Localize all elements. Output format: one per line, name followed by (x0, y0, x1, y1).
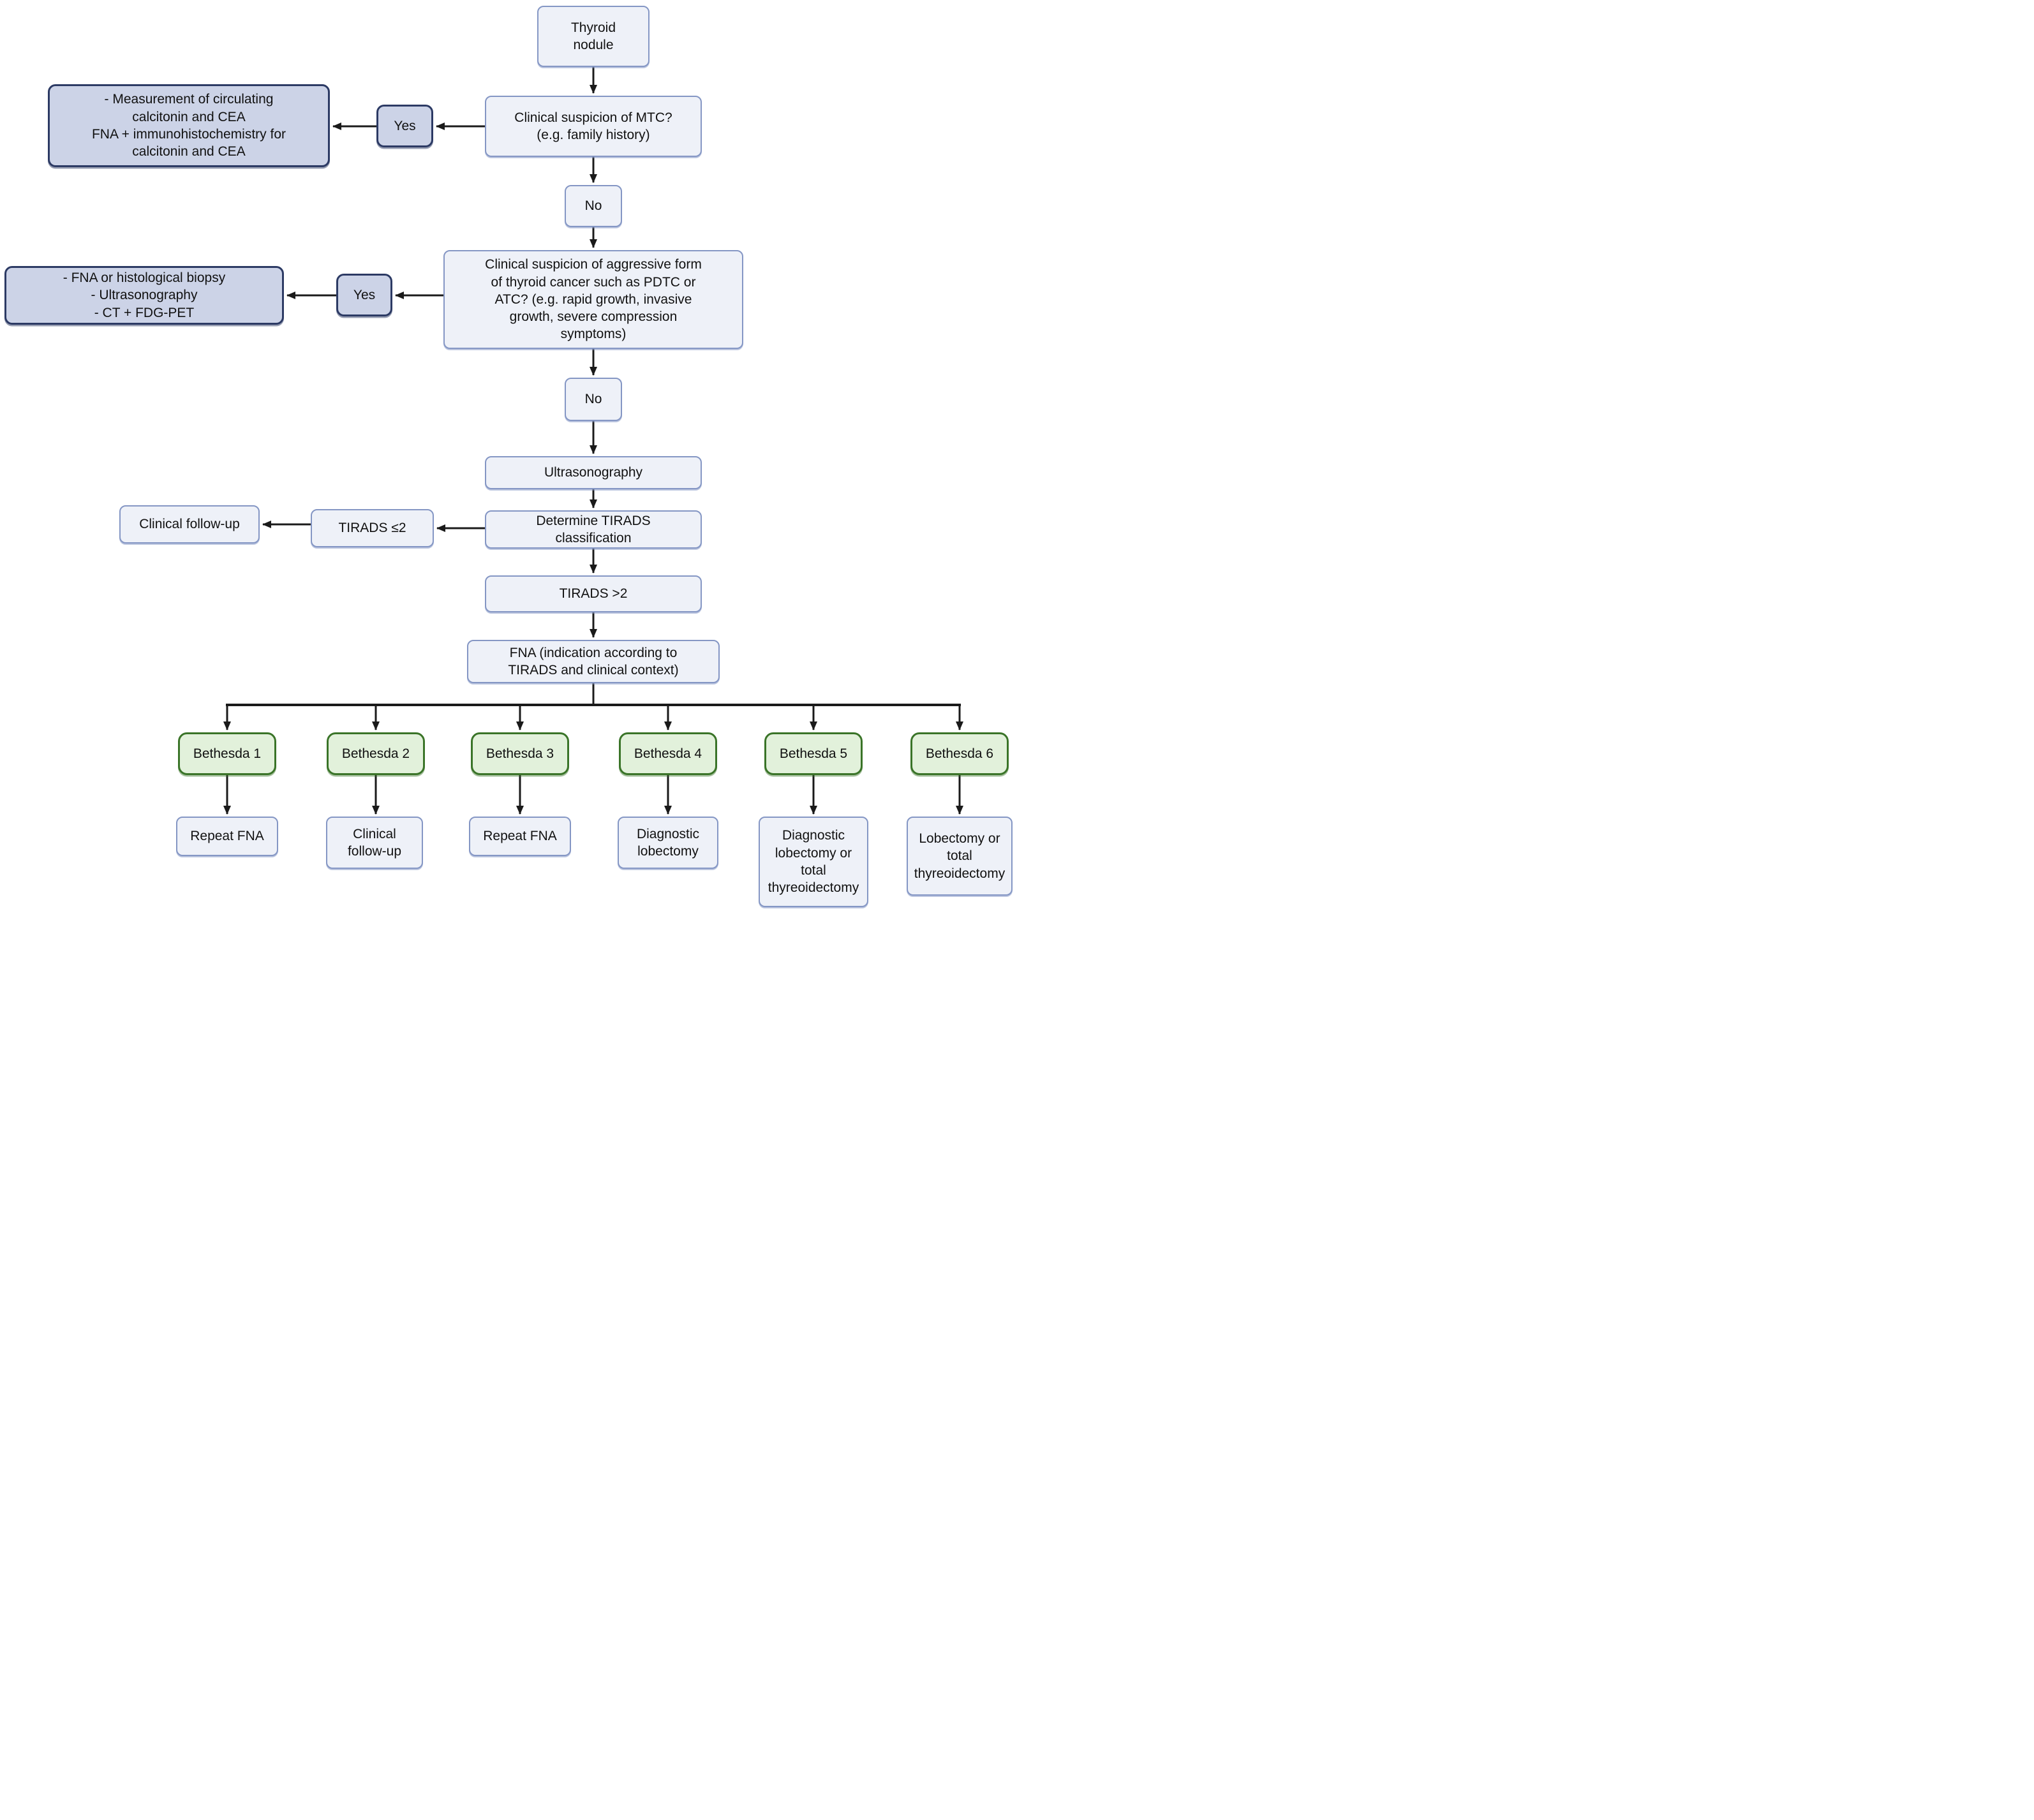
node-tirads-le2: TIRADS ≤2 (311, 509, 434, 547)
node-determine-tirads: Determine TIRADS classification (485, 510, 702, 549)
node-bethesda-6-label: Bethesda 6 (925, 746, 994, 761)
node-outcome-bethesda-4-label: Diagnostic lobectomy (636, 826, 700, 859)
node-outcome-bethesda-6: Lobectomy or total thyreoidectomy (907, 817, 1013, 896)
node-outcome-bethesda-1: Repeat FNA (176, 817, 278, 856)
node-outcome-bethesda-3-label: Repeat FNA (483, 829, 557, 844)
node-tirads-gt2-label: TIRADS >2 (559, 586, 628, 602)
node-aggressive-yes-label: Yes (353, 287, 376, 302)
node-bethesda-1: Bethesda 1 (178, 732, 276, 775)
node-bethesda-5-label: Bethesda 5 (779, 746, 848, 761)
node-bethesda-3: Bethesda 3 (471, 732, 569, 775)
node-mtc-question: Clinical suspicion of MTC? (e.g. family … (485, 96, 702, 157)
node-mtc-question-label: Clinical suspicion of MTC? (e.g. family … (514, 110, 672, 142)
node-outcome-bethesda-6-label: Lobectomy or total thyreoidectomy (914, 831, 1006, 881)
flowchart-canvas: Thyroid nodule Clinical suspicion of MTC… (0, 0, 1017, 910)
node-aggressive-workup: - FNA or histological biopsy - Ultrasono… (4, 266, 284, 325)
node-fna: FNA (indication according to TIRADS and … (467, 640, 720, 683)
node-fna-label: FNA (indication according to TIRADS and … (508, 645, 679, 677)
node-bethesda-2-label: Bethesda 2 (341, 746, 410, 761)
node-bethesda-4-label: Bethesda 4 (634, 746, 702, 761)
node-outcome-bethesda-2: Clinical follow-up (326, 817, 423, 869)
node-aggressive-workup-label: - FNA or histological biopsy - Ultrasono… (63, 270, 226, 320)
node-aggressive-question-label: Clinical suspicion of aggressive form of… (485, 257, 702, 342)
node-clinical-followup-left-label: Clinical follow-up (139, 517, 240, 532)
node-outcome-bethesda-3: Repeat FNA (469, 817, 571, 856)
node-aggressive-question: Clinical suspicion of aggressive form of… (443, 250, 743, 349)
node-aggressive-no-label: No (584, 392, 602, 407)
node-thyroid-nodule-label: Thyroid nodule (570, 20, 616, 52)
node-determine-tirads-label: Determine TIRADS classification (536, 513, 651, 545)
node-aggressive-yes: Yes (336, 274, 392, 316)
node-thyroid-nodule: Thyroid nodule (537, 6, 650, 67)
node-clinical-followup-left: Clinical follow-up (119, 505, 260, 544)
node-outcome-bethesda-5: Diagnostic lobectomy or total thyreoidec… (759, 817, 868, 907)
node-tirads-le2-label: TIRADS ≤2 (338, 521, 406, 536)
node-outcome-bethesda-4: Diagnostic lobectomy (618, 817, 718, 869)
node-mtc-yes-label: Yes (394, 118, 416, 133)
node-ultrasonography: Ultrasonography (485, 456, 702, 489)
node-aggressive-no: No (565, 378, 622, 421)
node-mtc-no: No (565, 185, 622, 227)
node-bethesda-5: Bethesda 5 (764, 732, 863, 775)
node-bethesda-2: Bethesda 2 (327, 732, 425, 775)
node-outcome-bethesda-5-label: Diagnostic lobectomy or total thyreoidec… (768, 828, 859, 896)
node-mtc-no-label: No (584, 198, 602, 214)
node-outcome-bethesda-2-label: Clinical follow-up (347, 826, 402, 859)
node-ultrasonography-label: Ultrasonography (544, 465, 643, 480)
node-outcome-bethesda-1-label: Repeat FNA (190, 829, 264, 844)
node-bethesda-3-label: Bethesda 3 (486, 746, 554, 761)
node-mtc-workup-label: - Measurement of circulating calcitonin … (91, 92, 286, 159)
node-mtc-yes: Yes (376, 105, 433, 147)
node-bethesda-6: Bethesda 6 (910, 732, 1009, 775)
node-bethesda-1-label: Bethesda 1 (193, 746, 262, 761)
node-tirads-gt2: TIRADS >2 (485, 575, 702, 612)
node-mtc-workup: - Measurement of circulating calcitonin … (48, 84, 330, 167)
node-bethesda-4: Bethesda 4 (619, 732, 717, 775)
